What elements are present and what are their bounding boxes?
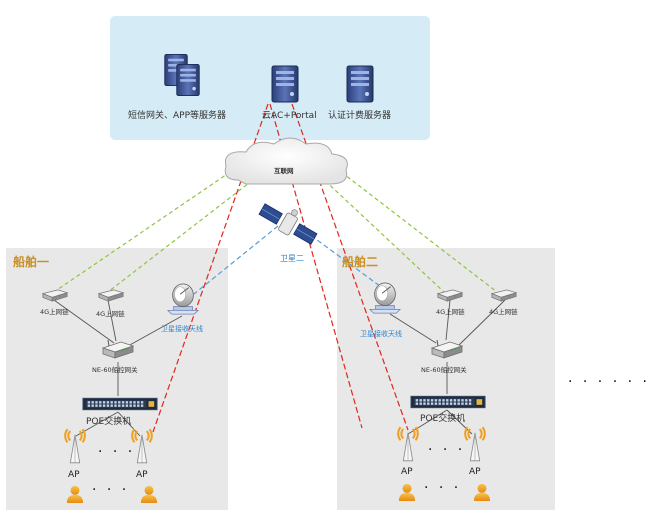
internet-cloud-icon xyxy=(224,137,348,185)
ship2-ap-right-label: AP xyxy=(469,467,481,477)
ship1-panel xyxy=(6,248,228,510)
ship2-panel xyxy=(337,248,555,510)
ship1-title: 船舶一 xyxy=(13,255,50,269)
sms-app-server-icon xyxy=(176,63,200,97)
ship1-4g-left-label: 4G上网链 xyxy=(40,308,69,316)
ship2-poe-switch-icon xyxy=(410,395,486,409)
ship2-4g-left-label: 4G上网链 xyxy=(436,308,465,316)
4g-links xyxy=(53,167,498,293)
ship2-gateway-label: NE-60船控网关 xyxy=(421,366,467,374)
ship1-ap-left-label: AP xyxy=(68,470,80,480)
sms-app-servers-label: 短信网关、APP等服务器 xyxy=(128,111,227,121)
ship2-switch-label: POE交换机 xyxy=(420,414,466,424)
ship1-ap-right-label: AP xyxy=(136,470,148,480)
internet-label: 互联网 xyxy=(274,167,294,175)
ship1-switch-label: POE交换机 xyxy=(86,417,132,427)
ship2-title: 船舶二 xyxy=(342,255,379,269)
cloud-ac-portal-server-icon xyxy=(271,65,299,103)
ship2-user-ellipsis: · · · xyxy=(424,480,462,496)
cloud-ac-portal-label: 云AC+Portal xyxy=(262,111,317,121)
ship1-satellite-antenna-label: 卫星接收天线 xyxy=(161,325,203,333)
ship1-user-ellipsis: · · · xyxy=(92,482,130,498)
ship1-gateway-label: NE-60船控网关 xyxy=(92,366,138,374)
ship2-ap-left-label: AP xyxy=(401,467,413,477)
satellite-label: 卫星二 xyxy=(280,254,304,263)
satellite-icon xyxy=(258,203,318,245)
ship2-ap-ellipsis: · · · xyxy=(428,442,466,458)
ship1-ap-ellipsis: · · · xyxy=(98,444,136,460)
ship1-poe-switch-icon xyxy=(82,397,158,411)
auth-billing-label: 认证计费服务器 xyxy=(328,111,392,121)
ship2-satellite-antenna-label: 卫星接收天线 xyxy=(360,330,402,338)
auth-billing-server-icon xyxy=(346,65,374,103)
ship1-4g-right-label: 4G上网链 xyxy=(96,310,125,318)
more-ships-ellipsis: · · · · · · xyxy=(568,374,650,390)
cloud-panel xyxy=(110,16,430,140)
ship2-4g-right-label: 4G上网链 xyxy=(489,308,518,316)
